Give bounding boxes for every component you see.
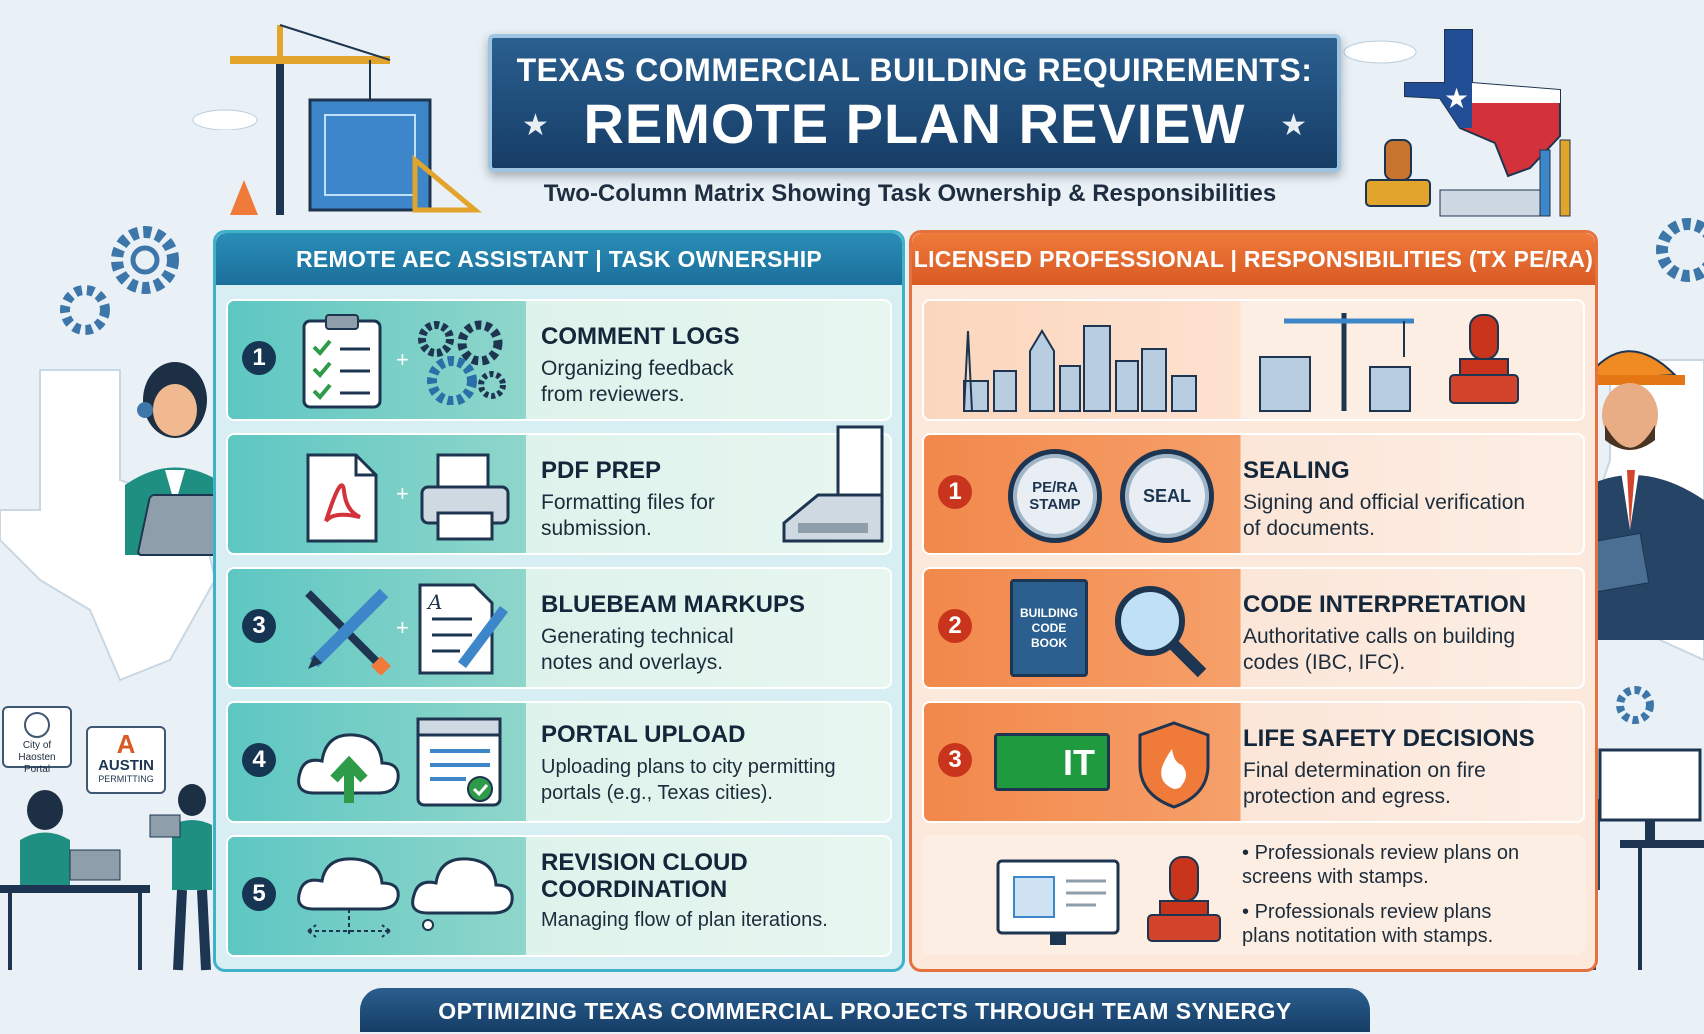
austin-logo-icon: A [116,729,136,759]
responsibility-row-life-safety: 3 IT LIFE SAFETY DECISIONS Final determi… [922,701,1585,823]
browser-form-icon [416,717,502,807]
star-icon: ★ [522,109,549,142]
rubber-stamp-icon [1449,314,1519,404]
svg-text:A: A [426,590,442,614]
cloud-icon [1343,40,1417,64]
responsibility-description: Signing and official verification of doc… [1243,491,1526,540]
task-title: COMMENT LOGS [541,323,740,350]
page-title: REMOTE PLAN REVIEW [583,92,1246,155]
professional-column-header: LICENSED PROFESSIONAL | RESPONSIBILITIES… [912,233,1595,285]
austin-sublabel: PERMITTING [98,774,154,784]
scanner-icon [782,425,884,543]
plus-icon: + [396,481,409,506]
seal-icon: SEAL [1120,449,1214,543]
row-number: 5 [242,877,276,911]
exit-sign-icon: IT [994,733,1110,791]
pencil-and-ruler-icon [305,588,391,675]
pe-ra-stamp-icon: PE/RA STAMP [1008,449,1102,543]
task-row-pdf-prep: + PDF PREP Formatting files for submissi… [226,425,892,555]
row-number: 3 [938,743,972,777]
note-bullet-text: Professionals review plans on screens wi… [1242,842,1520,888]
svg-text:★: ★ [1444,83,1469,114]
clipboard-checklist-icon [302,314,382,409]
task-row-bluebeam-markups: 3 + A BLUEBEAM MARKUPS Generating techni… [226,567,892,689]
task-title: BLUEBEAM MARKUPS [541,591,805,618]
gears-icon [418,320,506,405]
task-title: PDF PREP [541,457,662,484]
stamp-and-pencils-icon [1365,139,1571,217]
houston-portal-sign: City of Haosten Portal [2,706,72,775]
gear-icon [1656,218,1704,282]
responsibility-row-sealing: 1 PE/RA STAMP SEAL SEALING Signing and o… [922,433,1585,555]
row-number: 1 [938,475,972,509]
texas-flag-map-icon: ★ [1404,29,1561,178]
gears-icon [60,226,179,335]
task-description: Formatting files for submission. [541,491,715,540]
task-title: PORTAL UPLOAD [541,721,746,748]
city-seal-icon [24,712,50,738]
assistant-column-header: REMOTE AEC ASSISTANT | TASK OWNERSHIP [216,233,902,285]
responsibility-description: Authoritative calls on building codes (I… [1243,625,1515,674]
row-number: 4 [242,743,276,777]
responsibility-title: SEALING [1243,457,1350,484]
document-edit-icon: A [418,583,508,675]
star-icon: ★ [1280,109,1307,142]
review-notes-row: • Professionals review plans on screens … [922,835,1585,955]
responsibility-title: CODE INTERPRETATION [1243,591,1527,618]
title-line1: TEXAS COMMERCIAL BUILDING REQUIREMENTS: [516,52,1313,88]
building-code-book-icon: BUILDING CODE BOOK [1010,579,1088,677]
row-number: 1 [242,341,276,375]
skyline-row [922,299,1585,421]
houston-portal-label: City of Haosten Portal [18,740,56,775]
rubber-stamp-icon [1147,856,1221,942]
printer-icon [420,453,510,541]
responsibility-title: LIFE SAFETY DECISIONS [1243,725,1535,752]
cloud-icon [192,109,258,130]
monitor-plans-icon [996,859,1120,945]
task-row-portal-upload: 4 PORTAL UPLOAD Uploading plans to city … [226,701,892,823]
magnifying-glass-icon [1115,586,1207,678]
cloud-upload-icon [297,733,400,803]
row-number: 3 [242,609,276,643]
task-description: Uploading plans to city permitting porta… [541,756,836,804]
assistant-column: REMOTE AEC ASSISTANT | TASK OWNERSHIP 1 … [213,230,905,972]
task-title: REVISION CLOUD COORDINATION [541,849,748,903]
fire-shield-icon [1138,721,1210,809]
texas-map-right-icon [1588,359,1704,662]
footer-banner: OPTIMIZING TEXAS COMMERCIAL PROJECTS THR… [360,988,1370,1032]
task-description: Generating technical notes and overlays. [541,625,734,674]
note-bullet: • Professionals review plans plans notit… [1242,901,1494,947]
gear-icon [1616,686,1654,724]
austin-label: AUSTIN [98,757,154,774]
subtitle: Two-Column Matrix Showing Task Ownership… [543,180,1277,207]
texas-map-left-icon [0,369,217,682]
plus-icon: + [396,347,409,372]
city-skyline-icon [963,325,1197,412]
revision-cloud-icon [411,857,514,931]
professional-column: LICENSED PROFESSIONAL | RESPONSIBILITIES… [909,230,1598,972]
task-description: Managing flow of plan iterations. [541,909,828,931]
title-banner: TEXAS COMMERCIAL BUILDING REQUIREMENTS: … [488,34,1341,172]
construction-crane-icon [1259,313,1414,412]
responsibility-description: Final determination on fire protection a… [1243,759,1486,808]
task-row-comment-logs: 1 + COMMENT LOGS Organizing feedback fro… [226,299,892,421]
task-row-revision-cloud: 5 REVISION CLOUD COORDINATION Managing f… [226,835,892,957]
row-number: 2 [938,609,972,643]
task-description: Organizing feedback from reviewers. [541,357,734,406]
note-bullet-text: Professionals review plans plans notitat… [1242,901,1494,947]
cloud-sync-icon [297,857,400,938]
austin-permitting-sign: A AUSTIN PERMITTING [86,726,166,794]
plus-icon: + [396,615,409,640]
crane-icon [230,24,482,215]
team-at-desk-icon [0,784,212,971]
responsibility-row-code-interpretation: 2 BUILDING CODE BOOK CODE INTERPRETATION… [922,567,1585,689]
note-bullet: • Professionals review plans on screens … [1242,842,1520,888]
pdf-file-icon [306,453,378,543]
